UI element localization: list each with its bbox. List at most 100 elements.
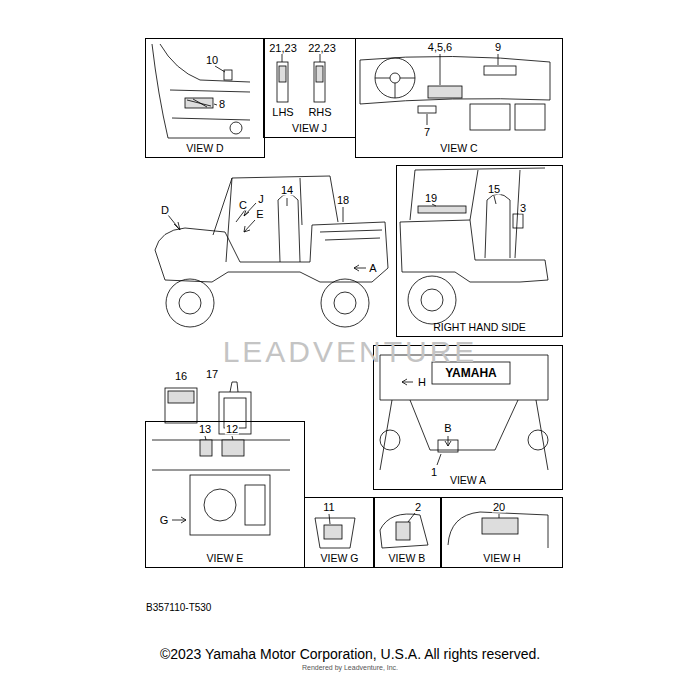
loose-label-drawing xyxy=(168,391,194,403)
decal-g-drawing xyxy=(315,514,355,548)
loose-label-drawing xyxy=(165,388,197,423)
vehicle-rear-drawing xyxy=(402,382,413,383)
figure-code: B357110-T530 xyxy=(145,603,212,613)
fender-drawing xyxy=(482,518,518,534)
callout-number: 14 xyxy=(280,185,294,196)
pillar-decal-drawing xyxy=(282,54,320,62)
view-caption: VIEW G xyxy=(305,552,374,564)
vehicle-right-drawing xyxy=(432,196,521,216)
dashboard-drawing xyxy=(428,86,462,98)
vehicle-right-drawing xyxy=(418,206,466,213)
view-caption: VIEW J xyxy=(264,122,355,134)
view-panel: VIEW B xyxy=(373,497,441,568)
callout-number: B xyxy=(443,423,452,434)
vehicle-side-drawing xyxy=(174,222,180,230)
vehicle-side-drawing xyxy=(354,268,366,269)
vehicle-rear-drawing xyxy=(380,430,400,450)
engine-bay-drawing xyxy=(152,436,290,535)
callout-number: 1 xyxy=(430,467,438,478)
decal-g-drawing xyxy=(329,514,330,524)
vehicle-rear-drawing xyxy=(402,379,407,385)
front-hood-drawing xyxy=(170,90,250,120)
view-caption: RIGHT HAND SIDE xyxy=(397,321,562,333)
callout-number: A xyxy=(368,263,377,274)
vehicle-right-drawing xyxy=(513,214,523,228)
vehicle-right-drawing xyxy=(408,276,456,324)
render-credit: Rendered by Leadventure, Inc. xyxy=(301,664,399,671)
decal-g-drawing xyxy=(315,518,355,548)
view-panel: VIEW C xyxy=(355,38,563,158)
vehicle-right-drawing xyxy=(410,168,545,258)
vehicle-side-drawing xyxy=(320,230,382,240)
side-label: LHS xyxy=(271,107,294,118)
front-hood-drawing xyxy=(224,70,232,80)
front-hood-drawing xyxy=(160,44,250,82)
front-hood-drawing xyxy=(152,44,250,138)
pillar-decal-drawing xyxy=(277,62,288,102)
vehicle-rear-drawing xyxy=(448,436,449,446)
view-caption: VIEW D xyxy=(146,142,264,154)
engine-bay-drawing xyxy=(152,440,290,470)
engine-bay-drawing xyxy=(172,520,186,521)
loose-label-drawing xyxy=(165,382,251,434)
callout-number: 16 xyxy=(174,371,188,382)
front-hood-drawing xyxy=(152,44,250,138)
engine-bay-drawing xyxy=(245,485,265,525)
vehicle-side-drawing xyxy=(213,176,338,262)
callout-number: 18 xyxy=(336,195,350,206)
decal-b-drawing xyxy=(380,514,428,548)
loose-label-drawing xyxy=(219,392,251,434)
view-caption: VIEW C xyxy=(356,142,562,154)
dashboard-drawing xyxy=(360,54,550,130)
engine-bay-drawing xyxy=(204,489,236,521)
dashboard-drawing xyxy=(375,58,415,98)
fender-drawing xyxy=(448,512,548,548)
brand-logo: YAMAHA xyxy=(444,367,498,379)
vehicle-right-drawing xyxy=(421,289,443,311)
watermark: LEADVENTURE xyxy=(222,337,479,367)
pillar-decal-drawing xyxy=(314,62,325,102)
callout-number: 2 xyxy=(414,502,422,513)
decal-b-drawing xyxy=(380,513,428,548)
vehicle-side-drawing xyxy=(287,198,343,222)
decal-b-drawing xyxy=(408,513,415,522)
pillar-decal-drawing xyxy=(277,54,325,102)
view-caption: VIEW E xyxy=(146,552,304,564)
callout-number: D xyxy=(160,205,170,216)
engine-bay-drawing xyxy=(190,475,270,535)
callout-number: 20 xyxy=(492,502,506,513)
callout-number: 4,5,6 xyxy=(427,42,453,53)
callout-number: 10 xyxy=(205,55,219,66)
callout-number: 17 xyxy=(205,369,219,380)
engine-bay-drawing xyxy=(205,436,233,440)
callout-number: C xyxy=(238,200,248,211)
callout-number: 11 xyxy=(322,502,335,513)
copyright-caption: ©2023 Yamaha Motor Corporation, U.S.A. A… xyxy=(160,647,540,661)
side-label: RHS xyxy=(307,107,332,118)
callout-number: 19 xyxy=(424,193,438,204)
callout-number: 12 xyxy=(225,424,239,435)
callout-number: 22,23 xyxy=(307,43,337,54)
vehicle-rear-drawing xyxy=(380,355,548,470)
callout-number: E xyxy=(255,209,264,220)
vehicle-side-drawing xyxy=(236,210,245,222)
vehicle-side-drawing xyxy=(179,292,201,314)
vehicle-side-drawing xyxy=(244,226,250,232)
callout-number: J xyxy=(257,194,265,205)
loose-label-drawing xyxy=(230,382,238,392)
pillar-decal-drawing xyxy=(279,66,286,82)
callout-number: 21,23 xyxy=(268,43,298,54)
vehicle-right-drawing xyxy=(400,220,548,282)
vehicle-rear-drawing xyxy=(528,430,548,450)
callout-number: 13 xyxy=(198,424,212,435)
vehicle-right-drawing xyxy=(485,194,510,258)
dashboard-drawing xyxy=(375,78,415,98)
callout-number: 8 xyxy=(218,99,226,110)
dashboard-drawing xyxy=(427,54,498,125)
vehicle-side-drawing xyxy=(278,194,300,262)
view-caption: VIEW B xyxy=(374,552,440,564)
vehicle-side-drawing xyxy=(244,220,255,232)
callout-number: H xyxy=(417,377,427,388)
callout-number: 3 xyxy=(519,203,527,214)
dashboard-drawing xyxy=(390,73,400,83)
